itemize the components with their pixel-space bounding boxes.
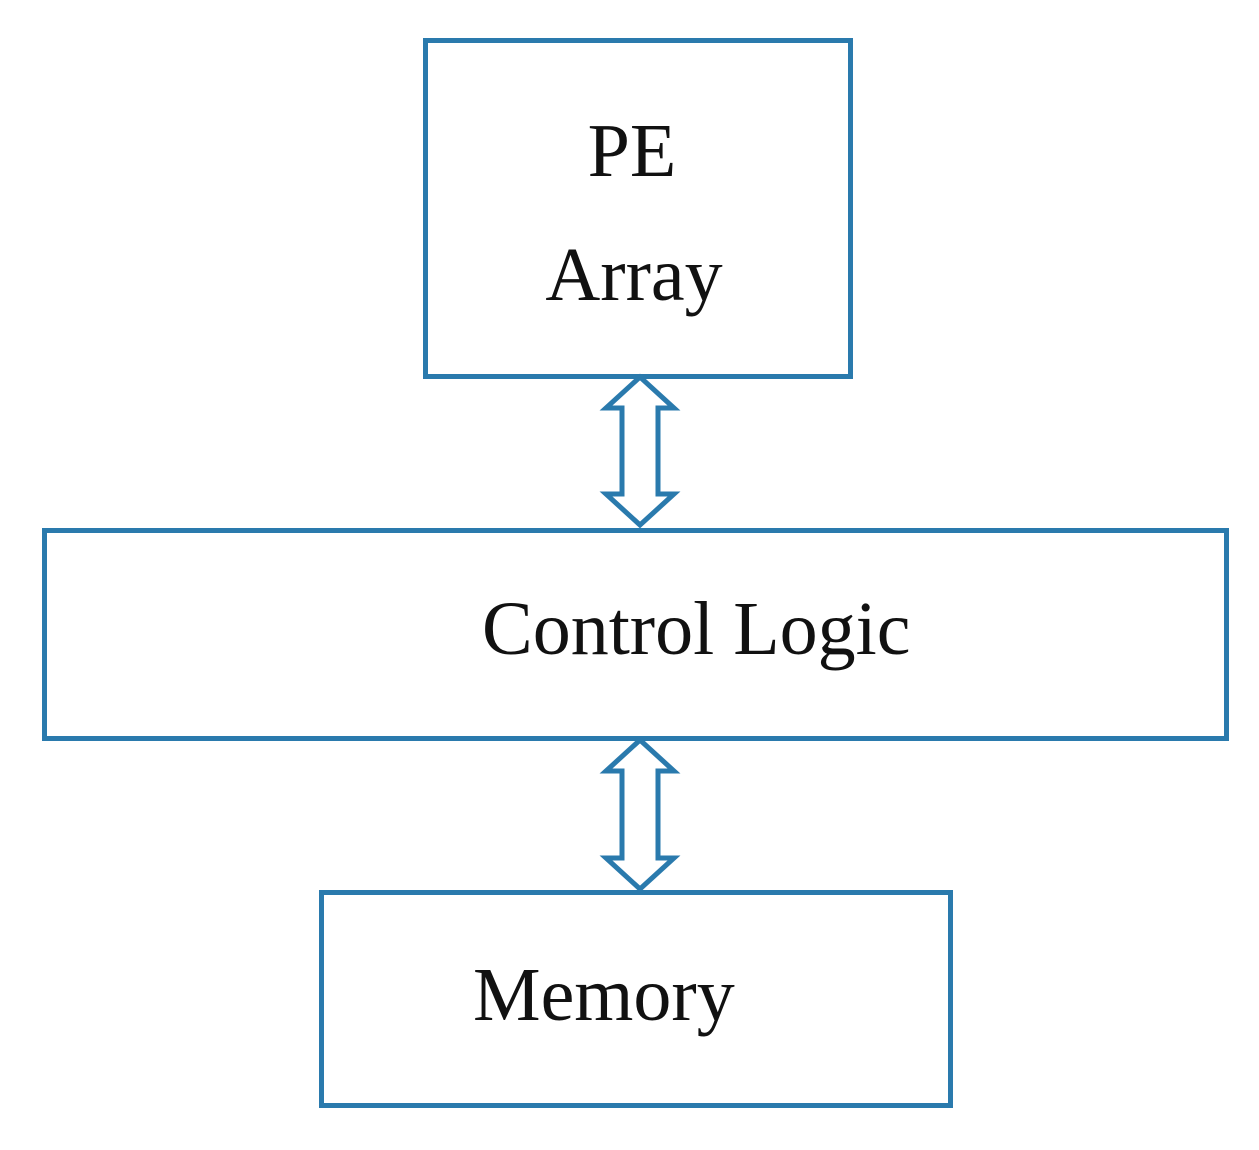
memory-label: Memory bbox=[473, 953, 735, 1037]
pe-array-block: PE Array bbox=[423, 38, 853, 379]
pe-control-double-arrow bbox=[599, 373, 681, 529]
pe-array-label-line1: PE bbox=[587, 109, 677, 193]
control-memory-double-arrow bbox=[599, 736, 681, 893]
pe-array-label-line2: Array bbox=[545, 233, 723, 317]
memory-block: Memory bbox=[319, 890, 953, 1108]
control-logic-block: Control Logic bbox=[42, 528, 1229, 741]
control-logic-label: Control Logic bbox=[482, 587, 911, 671]
